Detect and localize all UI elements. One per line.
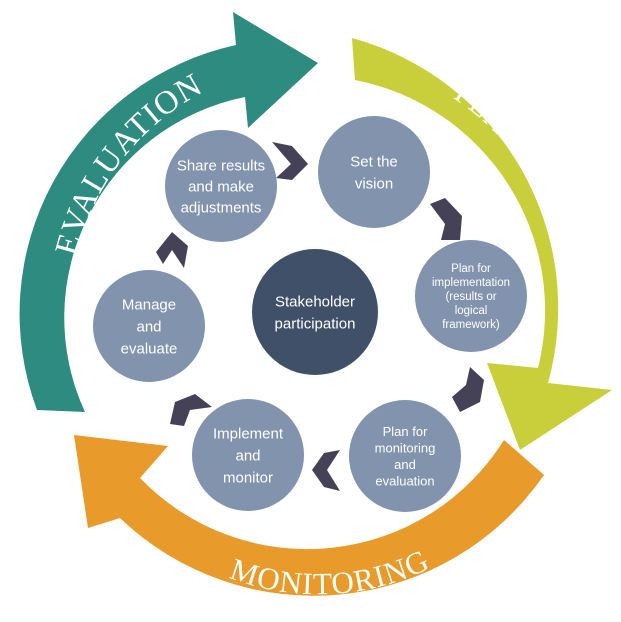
node-manage-and-evaluate-text-line: Manage (122, 296, 176, 313)
node-plan-for-monitoring-circle (349, 400, 461, 512)
node-share-results-text-line: and make (188, 178, 254, 195)
node-share-results: Share results and make adjustments (165, 130, 277, 242)
planning-design-arrow (352, 38, 612, 450)
node-set-the-vision: Set the vision (318, 116, 430, 228)
node-implement-and-monitor-circle (192, 399, 304, 511)
node-plan-for-monitoring-text-line: monitoring (375, 440, 436, 455)
node-manage-and-evaluate-text-line: and (136, 318, 161, 335)
node-manage-and-evaluate-text-line: evaluate (121, 340, 178, 357)
node-plan-for-implementation-text-line: logical (455, 305, 488, 317)
node-share-results-text-line: adjustments (181, 199, 262, 216)
node-share-results-circle (165, 130, 277, 242)
node-set-the-vision-circle (318, 116, 430, 228)
node-plan-for-implementation-text-line: implementation (432, 277, 510, 289)
node-plan-for-implementation-circle (415, 240, 527, 352)
node-plan-for-implementation-text-line: Plan for (451, 263, 491, 275)
node-set-the-vision-text-line: Set the (350, 153, 398, 170)
center-stakeholder-participation-text-line: Stakeholder (275, 293, 355, 310)
cycle-chevrons (156, 142, 484, 491)
node-plan-for-monitoring-text-line: Plan for (383, 424, 428, 439)
node-manage-and-evaluate-circle (93, 270, 205, 382)
node-share-results-text-line: Share results (177, 157, 265, 174)
monitoring-arrow (74, 435, 544, 596)
center-stakeholder-participation-text-line: participation (275, 315, 356, 332)
chevron-icon (156, 232, 188, 268)
evaluation-arrow (19, 12, 319, 412)
node-implement-and-monitor-text-line: monitor (223, 469, 273, 486)
node-plan-for-implementation-text-line: framework) (442, 319, 500, 331)
node-manage-and-evaluate: Manage and evaluate (93, 270, 205, 382)
chevron-icon (452, 367, 484, 412)
node-plan-for-implementation-text-line: (results or (445, 291, 496, 303)
node-implement-and-monitor-text-line: and (235, 447, 260, 464)
node-plan-for-monitoring-text-line: and (394, 457, 416, 472)
chevron-icon (312, 450, 340, 491)
center-stakeholder-participation: Stakeholder participation (252, 249, 378, 375)
chevron-icon (272, 142, 308, 180)
center-stakeholder-participation-circle (252, 249, 378, 375)
node-plan-for-monitoring-text-line: evaluation (375, 473, 434, 488)
chevron-icon (170, 394, 212, 426)
node-set-the-vision-text-line: vision (355, 175, 393, 192)
node-implement-and-monitor: Implement and monitor (192, 399, 304, 511)
node-plan-for-implementation: Plan for implementation (results or logical… (415, 240, 527, 352)
node-implement-and-monitor-text-line: Implement (213, 425, 284, 442)
chevron-icon (430, 198, 462, 240)
